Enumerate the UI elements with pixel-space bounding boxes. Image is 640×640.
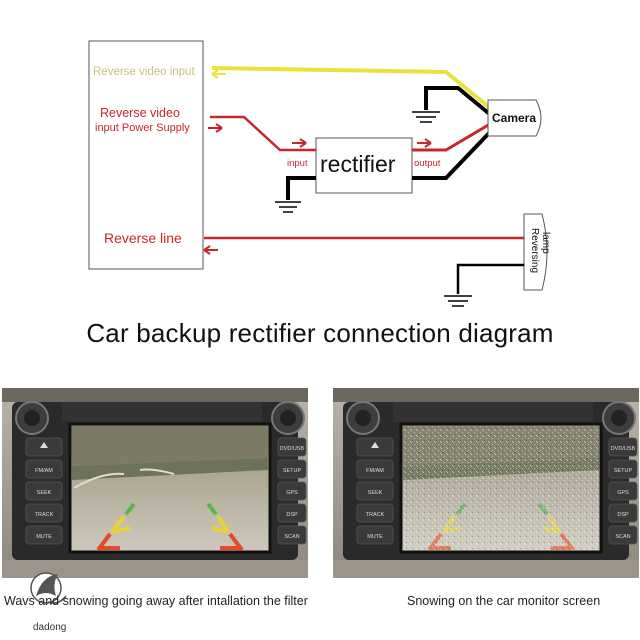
brand-logo-text: dadong: [33, 622, 67, 633]
fmam-button-label: FM/AM: [366, 468, 384, 474]
reverse-video-power-label-line2: input Power Supply: [95, 122, 190, 134]
power-line-output: [412, 122, 491, 152]
reversing-lamp-box: [523, 213, 548, 291]
dsp-button-label: DSP: [617, 512, 629, 518]
caption-snowy-photo: Snowing on the car monitor screen: [407, 594, 601, 608]
track-button-label: TRACK: [35, 512, 54, 518]
reverse-arrow: [203, 245, 218, 255]
brand-logo-icon: [30, 572, 67, 604]
camera-ground-icon: [412, 111, 440, 123]
head-unit-box: [88, 40, 204, 270]
svg-text:lamp: lamp: [540, 232, 551, 254]
ground-line-output: [412, 128, 494, 180]
setup-button-label: SETUP: [614, 468, 633, 474]
eject-icon: [371, 442, 379, 448]
dvdusb-button-label: DVD/USB: [280, 446, 305, 452]
power-arrow-left: [208, 123, 223, 133]
parking-guide-lines-clear: [96, 502, 244, 552]
head-unit-photo-snowy: FM/AM SEEK TRACK MUTE DVD/USB SETUP GPS …: [333, 388, 639, 578]
dsp-button-label: DSP: [286, 512, 298, 518]
connection-diagram: Reverse video input Reverse video input …: [88, 40, 551, 307]
lamp-ground-icon: [444, 295, 472, 307]
reversing-lamp-label: Reversing lamp: [529, 228, 551, 273]
gps-button-label: GPS: [286, 490, 298, 496]
camera-ground-wire: [424, 86, 494, 118]
gps-button-label: GPS: [617, 490, 629, 496]
scan-button-label: SCAN: [284, 534, 299, 540]
reverse-video-input-label: Reverse video input: [93, 66, 195, 78]
setup-button-label: SETUP: [283, 468, 302, 474]
mute-button-label: MUTE: [36, 534, 52, 540]
head-unit-snowy-drawing: FM/AM SEEK TRACK MUTE DVD/USB SETUP GPS …: [333, 388, 639, 578]
rectifier-box: [315, 137, 413, 194]
rectifier-input-label: input: [287, 158, 308, 169]
video-arrow: [211, 69, 226, 79]
head-unit-clear-drawing: FM/AM SEEK TRACK MUTE DVD/USB SETUP GPS …: [2, 388, 308, 578]
scan-button-label: SCAN: [615, 534, 630, 540]
snow-noise-overlay: [403, 426, 599, 550]
dvdusb-button-label: DVD/USB: [611, 446, 636, 452]
track-button-label: TRACK: [366, 512, 385, 518]
power-arrow-output: [417, 138, 432, 148]
seek-button-label: SEEK: [368, 490, 383, 496]
camera-label: Camera: [492, 111, 536, 125]
head-unit-photo-clear: FM/AM SEEK TRACK MUTE DVD/USB SETUP GPS …: [2, 388, 308, 578]
rectifier-label: rectifier: [320, 151, 396, 177]
camera-box: [487, 99, 542, 137]
mute-button-label: MUTE: [367, 534, 383, 540]
diagram-title: Car backup rectifier connection diagram: [86, 318, 554, 348]
seek-button-label: SEEK: [37, 490, 52, 496]
power-line-input: [210, 115, 316, 152]
power-arrow-input: [292, 138, 307, 148]
rectifier-ground-icon: [275, 201, 301, 213]
fmam-button-label: FM/AM: [35, 468, 53, 474]
rectifier-ground-wire: [286, 176, 316, 200]
rectifier-output-label: output: [414, 158, 441, 169]
reverse-video-power-label-line1: Reverse video: [100, 106, 180, 120]
svg-text:Reversing: Reversing: [529, 228, 540, 273]
lamp-ground-wire: [456, 263, 524, 294]
video-line: [211, 66, 492, 110]
eject-icon: [40, 442, 48, 448]
reverse-line-label: Reverse line: [104, 230, 182, 246]
caption-clear-photo: Wavs and snowing going away after intall…: [4, 594, 308, 608]
